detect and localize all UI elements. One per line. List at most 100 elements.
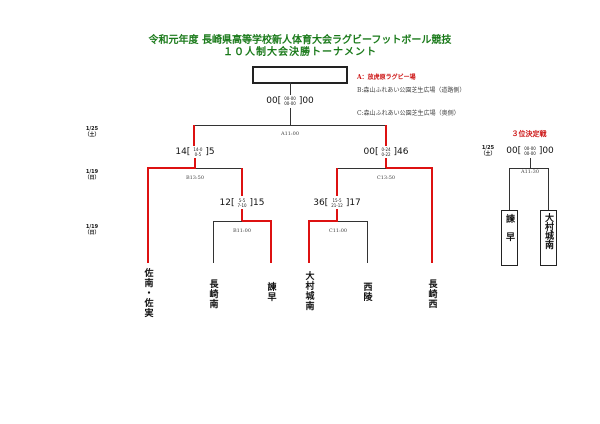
bracket-line	[213, 221, 242, 222]
bracket-line	[147, 167, 149, 263]
bracket-text: 00	[302, 96, 314, 106]
bracket-text: 36	[313, 198, 325, 208]
bracket-line	[431, 167, 433, 263]
legend-c: C:森山ふれあい公園芝生広場（奥側）	[357, 110, 460, 117]
bracket-text: （日）	[84, 175, 100, 181]
bracket-line	[290, 82, 291, 95]
bracket-line	[290, 108, 291, 125]
bracket-line	[241, 168, 243, 196]
bracket-text: 00	[363, 147, 375, 157]
date-semi: 1/19（日）	[84, 169, 99, 181]
bracket-line	[385, 158, 387, 168]
team-sanan-sajitsu: 佐南・佐実	[142, 268, 153, 318]
bracket-text: 46	[397, 147, 409, 157]
bracket-line	[242, 220, 272, 222]
date-qf: 1/19（日）	[84, 224, 99, 236]
final-venue: A11:00	[280, 131, 300, 137]
qf-right-venue: C11:00	[328, 228, 348, 234]
team-nagasaki-minami: 長崎南	[207, 279, 218, 309]
qf-left-venue: B11:00	[232, 228, 252, 234]
champion-box	[252, 66, 348, 84]
bracket-text: 5-5	[238, 198, 246, 203]
bracket-text: 14	[175, 147, 187, 157]
legend-b: B:森山ふれあい公園芝生広場（道路側）	[357, 87, 466, 94]
bracket-line	[509, 168, 549, 169]
bracket-line	[193, 125, 195, 146]
bracket-text: 00	[506, 146, 518, 156]
bracket-text: 諫 早	[504, 214, 514, 241]
bracket-text: 0-22	[381, 152, 391, 157]
bracket-line	[367, 221, 368, 263]
bracket-text: 1/19	[85, 224, 99, 230]
bracket-text: 1/25	[481, 145, 495, 151]
bracket-line	[386, 167, 433, 169]
team-nagasaki-nishi: 長崎西	[426, 279, 437, 309]
bracket-text: 0-5	[194, 152, 202, 157]
bracket-line	[337, 168, 386, 169]
bracket-line	[385, 125, 387, 146]
bracket-line	[148, 167, 196, 169]
bracket-text: 1/25	[85, 126, 99, 132]
bracket-line	[336, 209, 338, 221]
team-omura-jonan: 大村城南	[303, 271, 314, 311]
third-place-label: ３位決定戦	[511, 130, 547, 138]
bracket-text: 17	[349, 198, 361, 208]
semi-left-venue: B13:50	[185, 175, 205, 181]
bracket-text: 00-00	[284, 101, 296, 106]
bracket-text: 00-00	[524, 146, 536, 151]
bracket-text: （土）	[480, 151, 496, 157]
bracket-text: 7-10	[237, 203, 247, 208]
bracket-text: （土）	[84, 132, 100, 138]
legend-a: A：放虎原ラグビー場	[357, 74, 416, 81]
bracket-line	[213, 221, 214, 263]
bracket-text: 14-0	[193, 147, 203, 152]
bracket-text: （日）	[84, 230, 100, 236]
bracket-text: 0-24	[381, 147, 391, 152]
bracket-text: 1/19	[85, 169, 99, 175]
bracket-text: 21-12	[331, 203, 343, 208]
bracket-line	[194, 158, 196, 168]
bracket-text: 12	[219, 198, 231, 208]
semi-right-venue: C13:50	[376, 175, 396, 181]
title-line2: １０人制大会決勝トーナメント	[223, 47, 377, 58]
bracket-text: 15	[253, 198, 265, 208]
bracket-text: 00	[266, 96, 278, 106]
team-isahaya: 諫早	[265, 282, 276, 302]
bracket-text: 00	[542, 146, 554, 156]
bracket-text: 00-00	[284, 96, 296, 101]
bracket-line	[509, 168, 510, 210]
bracket-line	[196, 168, 243, 169]
bracket-line	[548, 168, 549, 210]
bracket-line	[270, 220, 272, 263]
team-seiryo: 西陵	[361, 282, 372, 302]
bracket-text: 15-5	[332, 198, 342, 203]
third-place-venue: A11:30	[520, 169, 540, 175]
bracket-line	[193, 125, 387, 126]
third-place-date: 1/25（土）	[480, 145, 495, 157]
bracket-text: 00-00	[524, 151, 536, 156]
bracket-line	[338, 221, 367, 222]
bracket-line	[336, 168, 338, 196]
title-line1: 令和元年度 長崎県高等学校新人体育大会ラグビーフットボール競技	[148, 35, 452, 46]
bracket-line	[308, 220, 310, 263]
third-place-team-isahaya: 諫 早	[501, 210, 518, 266]
date-final: 1/25（土）	[84, 126, 99, 138]
bracket-line	[530, 158, 531, 168]
bracket-text: 5	[208, 147, 215, 157]
bracket-line	[241, 209, 243, 221]
third-place-team-omura-jonan: 大村城南	[540, 210, 557, 266]
bracket-text: 大村城南	[543, 213, 553, 249]
